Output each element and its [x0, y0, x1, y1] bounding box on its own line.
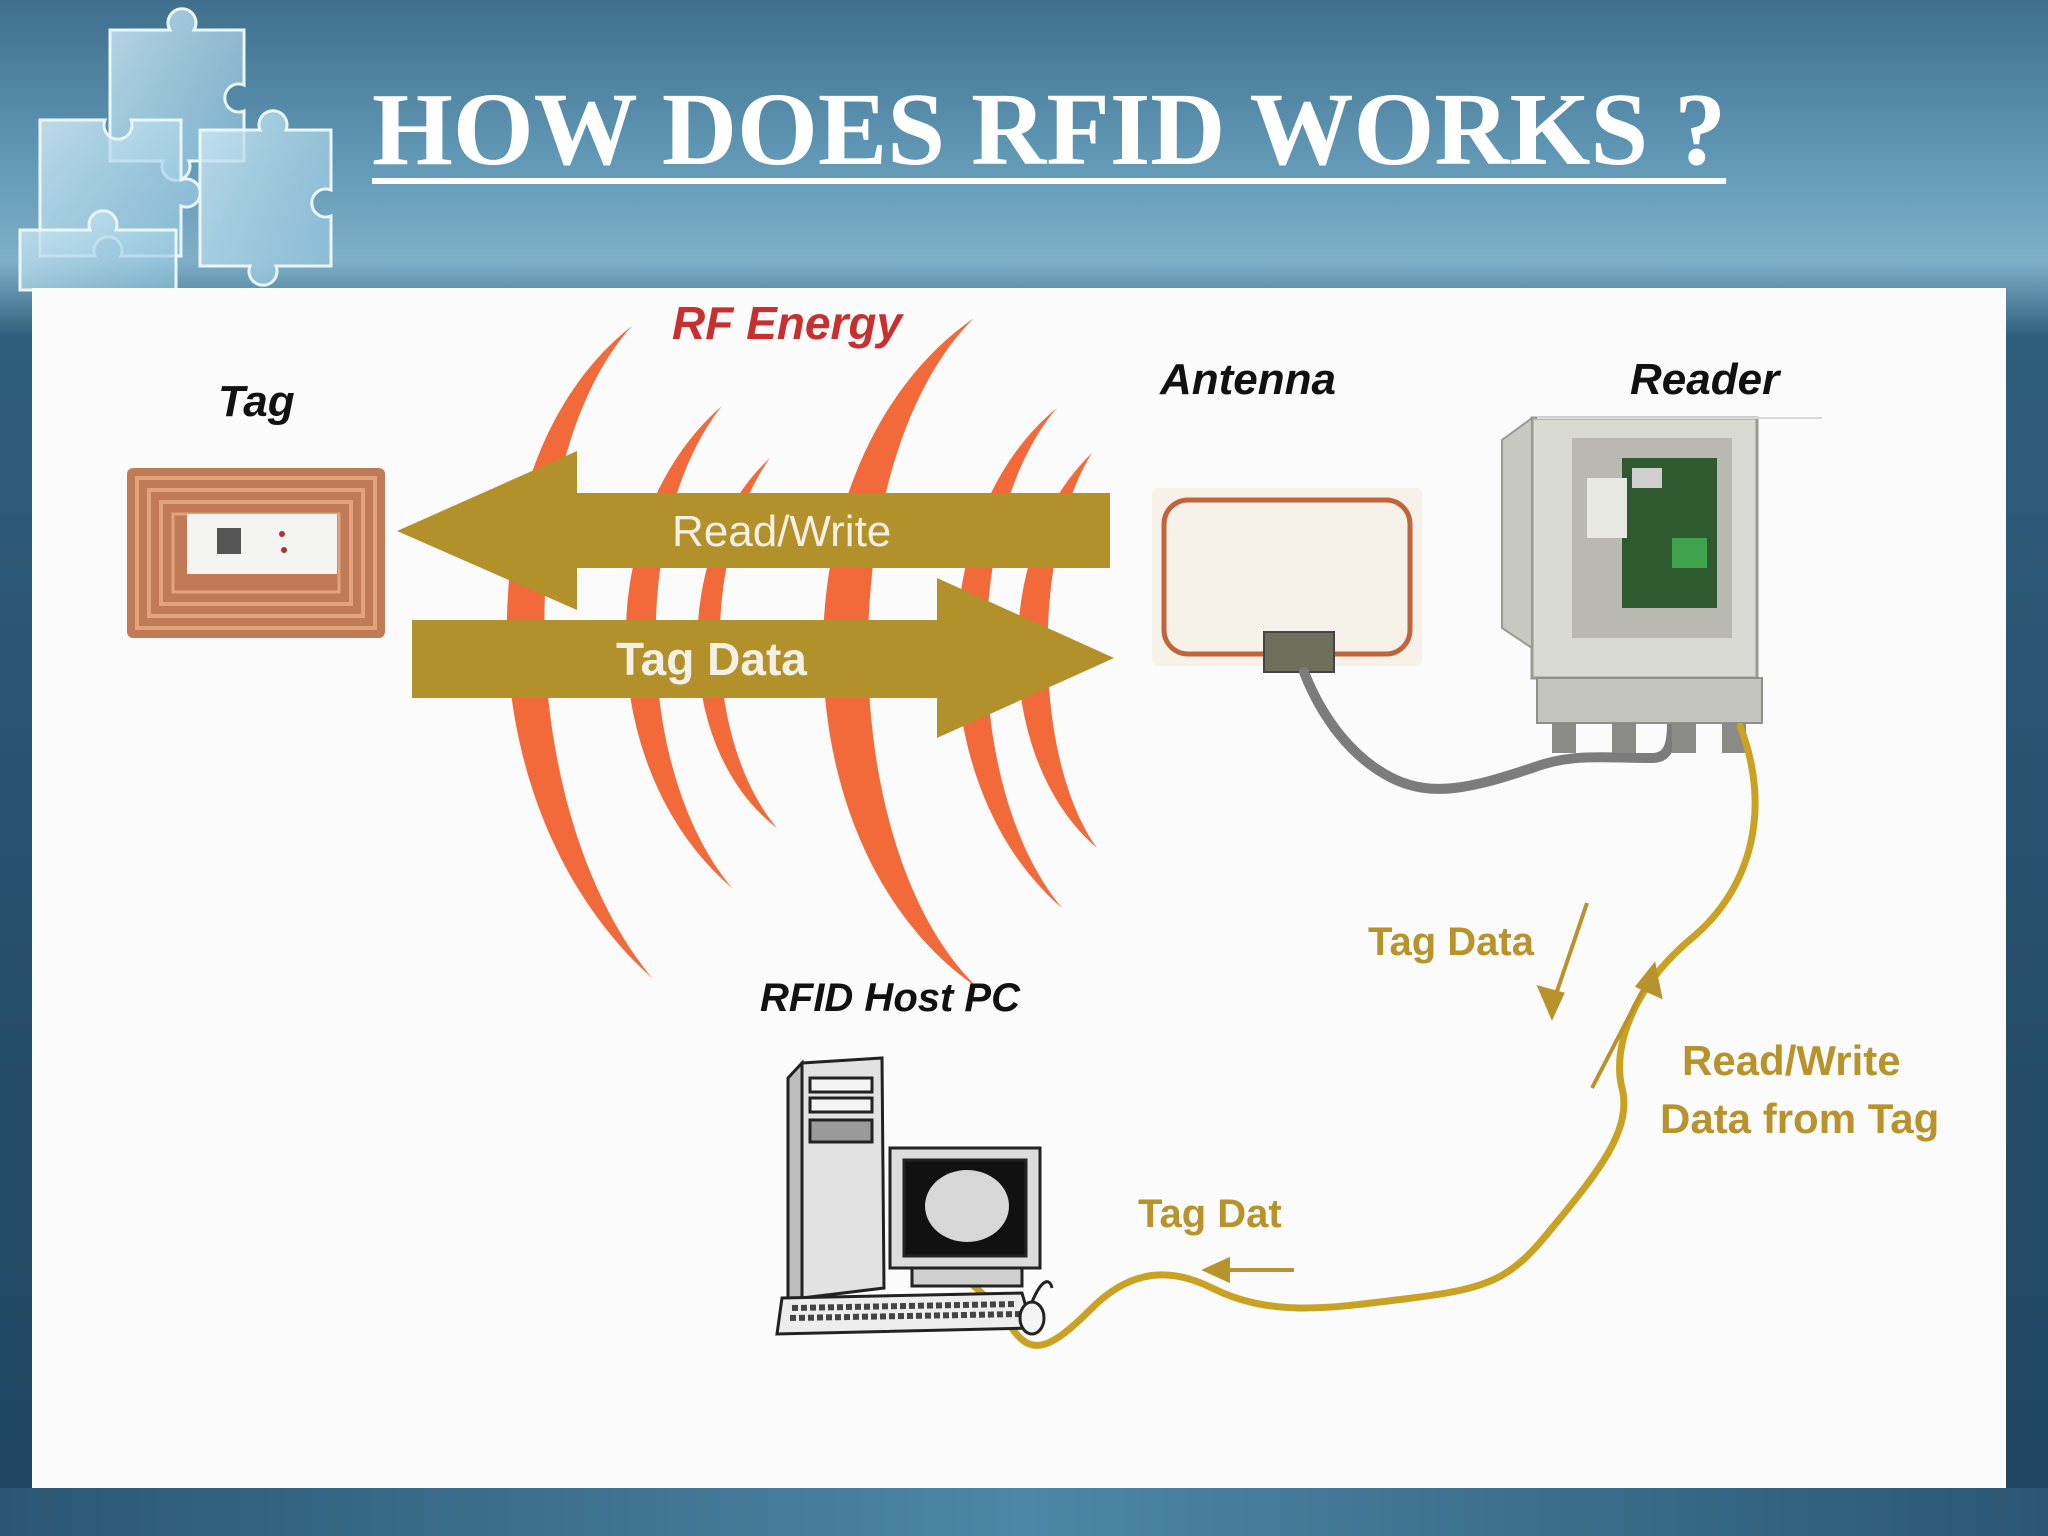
cable-tag-data-upper-label: Tag Data — [1368, 920, 1534, 964]
reader-host-cable — [908, 722, 1759, 1349]
cable-data-from-tag-label: Data from Tag — [1660, 1095, 1940, 1142]
tag-data-direction-arrow — [1536, 902, 1589, 1021]
read-write-arrow — [397, 451, 1110, 610]
antenna-label: Antenna — [1160, 355, 1336, 404]
cable-read-write-label: Read/Write — [1682, 1037, 1901, 1084]
read-write-arrow-label: Read/Write — [672, 507, 892, 556]
tag-data-arrow-label: Tag Data — [616, 633, 807, 685]
host-pc-label: RFID Host PC — [760, 976, 1020, 1020]
read-write-direction-arrow — [1590, 961, 1663, 1089]
antenna-image — [1152, 488, 1677, 794]
slide-title: HOW DOES RFID WORKS ? — [372, 72, 1727, 187]
rfid-diagram-graphics — [127, 318, 1822, 1349]
reader-image — [1501, 416, 1822, 753]
tag-data-arrow — [412, 578, 1114, 738]
host-pc-image — [775, 1056, 1054, 1336]
rfid-diagram-panel: RF Energy Tag Antenna Reader RFID Host P… — [32, 288, 2006, 1488]
tag-dat-direction-arrow — [1201, 1256, 1294, 1284]
rfid-tag-image — [127, 468, 385, 638]
cable-tag-dat-label: Tag Dat — [1138, 1192, 1282, 1236]
tag-label: Tag — [218, 377, 295, 426]
reader-label: Reader — [1630, 355, 1780, 404]
puzzle-pieces-decoration — [18, 7, 333, 292]
rf-energy-label: RF Energy — [672, 297, 903, 349]
bottom-band — [0, 1488, 2048, 1536]
